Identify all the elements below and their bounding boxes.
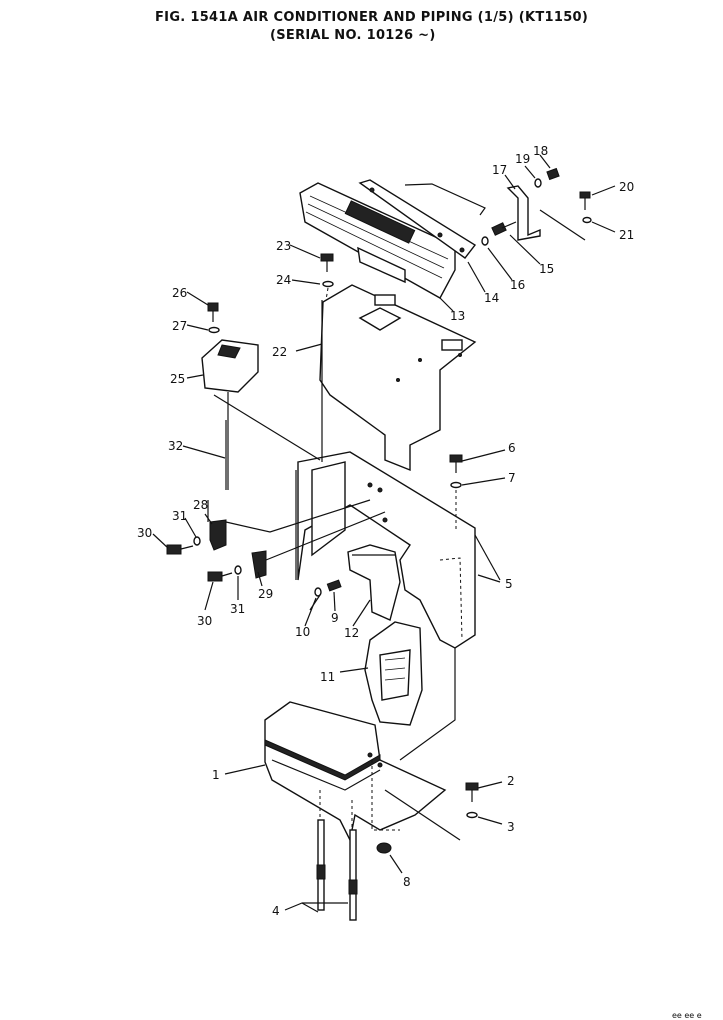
bolts-15-16-18-19 — [481, 167, 560, 246]
part-1-ac-unit — [264, 701, 447, 843]
callout-11: 11 — [320, 670, 335, 684]
callout-27: 27 — [172, 319, 187, 333]
callout-10: 10 — [295, 625, 310, 639]
callout-2: 2 — [507, 774, 515, 788]
bolt-6-washer-7 — [449, 454, 463, 530]
part-17-bracket — [506, 185, 586, 241]
callout-5: 5 — [505, 577, 513, 591]
callout-16: 16 — [510, 278, 525, 292]
figure-serial-subtitle: (SERIAL NO. 10126 ~) — [270, 28, 436, 43]
parts-28-29-switches — [207, 500, 267, 579]
callout-30-lower: 30 — [197, 614, 212, 628]
part-32-sensor-rod — [225, 420, 229, 490]
callout-31-upper: 31 — [172, 509, 187, 523]
part-12-duct — [347, 544, 401, 621]
callout-15: 15 — [539, 262, 554, 276]
callout-32: 32 — [168, 439, 183, 453]
part-25-thermostat — [201, 302, 259, 393]
callout-4: 4 — [272, 904, 280, 918]
part-4-drain-hoses — [316, 819, 358, 921]
callout-24: 24 — [276, 273, 291, 287]
part-22-cover-panel — [319, 284, 477, 472]
callout-30-upper: 30 — [137, 526, 152, 540]
part-14-bracket-plate — [358, 179, 486, 259]
part-8-grommet — [376, 842, 392, 854]
callout-28: 28 — [193, 498, 208, 512]
callout-17: 17 — [492, 163, 507, 177]
assembly-guide-lines — [213, 300, 501, 841]
part-11-duct-housing — [364, 621, 423, 726]
callout-18: 18 — [533, 144, 548, 158]
bolt-9-washer-10 — [314, 579, 342, 597]
callout-13: 13 — [450, 309, 465, 323]
callout-31-lower: 31 — [230, 602, 245, 616]
callout-19: 19 — [515, 152, 530, 166]
callout-8: 8 — [403, 875, 411, 889]
corner-mark: ee ee e — [672, 1011, 702, 1020]
callout-14: 14 — [484, 291, 499, 305]
callout-20: 20 — [619, 180, 634, 194]
callout-25: 25 — [170, 372, 185, 386]
callout-7: 7 — [508, 471, 516, 485]
callout-6: 6 — [508, 441, 516, 455]
leader-lines — [152, 154, 616, 913]
callout-3: 3 — [507, 820, 515, 834]
callout-labels: 1 2 3 4 5 6 7 8 9 10 11 12 13 14 15 16 1… — [137, 144, 634, 918]
callout-26: 26 — [172, 286, 187, 300]
callout-1: 1 — [212, 768, 220, 782]
callout-12: 12 — [344, 626, 359, 640]
bolt-23-washer-24 — [320, 253, 334, 301]
callout-23: 23 — [276, 239, 291, 253]
callout-9: 9 — [331, 611, 339, 625]
callout-21: 21 — [619, 228, 634, 242]
bolt-2-washer-3 — [465, 782, 479, 819]
figure-title: FIG. 1541A AIR CONDITIONER AND PIPING (1… — [155, 10, 589, 25]
part-13-louver-panel — [299, 182, 456, 299]
callout-22: 22 — [272, 345, 287, 359]
parts-30-31-bolts-washers — [166, 536, 242, 582]
callout-29: 29 — [258, 587, 273, 601]
bolts-20-21 — [579, 191, 592, 224]
part-5-frame — [297, 451, 476, 649]
